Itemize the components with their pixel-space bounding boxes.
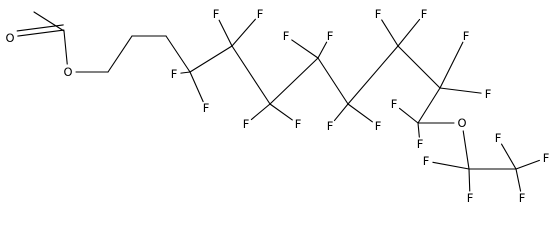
fluorine-label: F (243, 117, 250, 131)
fluorine-label: F (257, 7, 264, 21)
fluorine-label: F (213, 7, 220, 21)
ether-oxygen-label: O (457, 116, 466, 130)
bond-c7-c8 (269, 57, 319, 105)
fluorine-label: F (327, 29, 334, 43)
fluorine-label: F (283, 29, 290, 43)
bond-c-f (333, 103, 349, 122)
fluorine-label: F (375, 119, 382, 133)
bond-c-f (468, 168, 471, 192)
bond-c-f (500, 143, 517, 170)
fluorine-label: F (423, 154, 430, 168)
fluorine-label: F (495, 131, 502, 145)
bond-c1-od-b (16, 24, 64, 32)
bond-c-f (515, 159, 540, 170)
fluorine-label: F (421, 7, 428, 21)
bond-c10-c11 (397, 45, 441, 89)
bond-c-f (515, 168, 522, 192)
bond-c-f (397, 18, 421, 47)
fluorine-label: F (391, 97, 398, 111)
fluorine-label: F (463, 29, 470, 43)
bond-c-f (432, 161, 470, 170)
carbonyl-oxygen-label: O (5, 31, 14, 45)
bond-c-f (381, 19, 399, 47)
bond-c4-c5 (165, 35, 191, 73)
fluorine-label: F (171, 67, 178, 81)
bond-c9-c10 (347, 45, 399, 105)
bond-c-f (218, 19, 233, 47)
bond-c-f (180, 71, 191, 74)
fluorine-label: F (295, 117, 302, 131)
bond-c2-c3 (107, 35, 133, 73)
bond-c-f (231, 18, 256, 47)
bond-c-f (347, 103, 373, 123)
bond-c-f (269, 103, 293, 121)
fluorine-label: F (203, 101, 210, 115)
bond-c-f (439, 41, 464, 89)
bond-c-f (250, 103, 271, 121)
bond-c-f (189, 71, 204, 103)
bond-c11-c12 (417, 87, 441, 124)
bond-oth-c13 (462, 130, 470, 170)
bond-c-f (417, 122, 420, 138)
bond-c5-c6 (189, 45, 233, 73)
fluorine-label: F (467, 191, 474, 205)
fluorine-label: F (485, 87, 492, 101)
fluorine-label: F (375, 7, 382, 21)
fluorine-label: F (543, 151, 550, 165)
bond-c-f (439, 87, 482, 94)
ester-oxygen-label: O (63, 65, 72, 79)
bond-c6-c7 (231, 45, 271, 105)
bond-layer (16, 11, 540, 192)
bond-c-f (317, 41, 328, 59)
bond-c1-od-a (17, 29, 65, 37)
fluorine-label: F (417, 137, 424, 151)
fluorine-label: F (327, 119, 334, 133)
bond-c-f (398, 107, 419, 124)
fluorine-label: F (519, 191, 526, 205)
bond-c-f (291, 39, 319, 59)
bond-c1-oe (63, 30, 68, 65)
bond-me-c1 (33, 11, 65, 32)
bond-c8-c9 (317, 57, 349, 105)
